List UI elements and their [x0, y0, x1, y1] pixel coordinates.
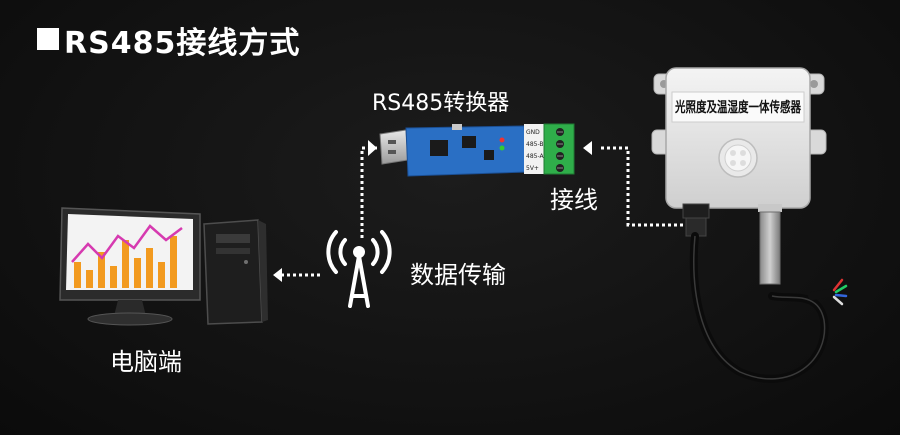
- title-bullet: [37, 28, 59, 50]
- antenna-tower-icon: [326, 230, 392, 308]
- sensor-to-converter-line: [600, 146, 683, 227]
- arrow-to-computer: [273, 268, 282, 282]
- diagram-title: RS485接线方式: [64, 26, 301, 61]
- terminal-label-485-b: 485-B: [526, 141, 544, 148]
- converter-label: RS485转换器: [372, 91, 510, 116]
- humidity-probe-icon: [758, 204, 782, 285]
- pc-tower-icon: [203, 219, 268, 325]
- converter-to-antenna-line: [360, 146, 377, 240]
- monitor-bar-chart: [74, 236, 177, 288]
- terminal-label-5v: 5V+: [526, 165, 539, 172]
- wiring-label: 接线: [550, 186, 598, 214]
- sensor-cable-icon: [689, 232, 848, 383]
- arrow-to-terminal: [583, 141, 592, 155]
- monitor-line-series: [71, 224, 183, 263]
- connection-lines: [280, 146, 683, 277]
- computer-monitor-icon: [59, 207, 201, 326]
- usb-rs485-converter-icon: GND 485-B 485-A 5V+: [379, 123, 575, 177]
- cable-gland-icon: [682, 203, 710, 237]
- terminal-label-485-a: 485-A: [526, 153, 544, 160]
- computer-label: 电脑端: [110, 348, 182, 376]
- converter-terminal-block: GND 485-B 485-A 5V+: [524, 123, 575, 175]
- pir-dome-icon: [718, 138, 758, 178]
- terminal-label-gnd: GND: [526, 129, 540, 136]
- transmission-label: 数据传输: [410, 261, 506, 289]
- arrow-to-converter: [368, 140, 377, 156]
- sensor-device-icon: 光照度及温湿度一体传感器: [651, 67, 848, 383]
- sensor-label: 光照度及温湿度一体传感器: [674, 99, 801, 116]
- arrowheads: [273, 140, 592, 282]
